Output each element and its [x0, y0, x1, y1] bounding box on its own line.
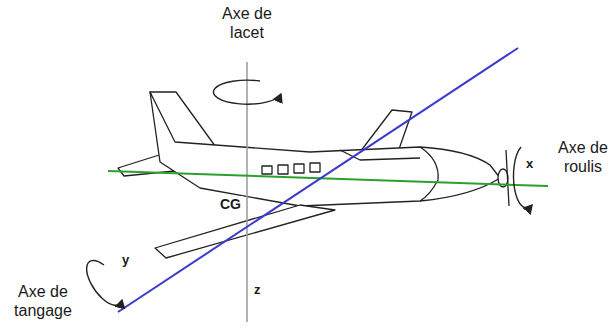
axis-name: Axe de lacet: [211, 4, 283, 42]
window: [294, 164, 304, 173]
pitch-axis: [118, 48, 518, 312]
yaw-rotation-arrow: [213, 80, 281, 104]
window: [262, 166, 272, 174]
center-of-gravity-label: CG: [218, 196, 243, 213]
fuselage: [150, 92, 500, 206]
pitch-rotation-arrow: [87, 260, 122, 305]
window: [310, 163, 320, 172]
axis-name: Axe de tangage: [2, 282, 84, 320]
far-wing: [360, 110, 412, 152]
near-wing: [155, 205, 335, 258]
axis-letter: y: [120, 252, 131, 268]
axis-letter: z: [252, 282, 263, 298]
propeller: [506, 150, 509, 206]
axis-name: Axe de roulis: [554, 138, 612, 176]
window: [278, 165, 288, 174]
axis-letter: x: [524, 156, 535, 172]
cowling-line: [420, 147, 438, 201]
yaw-axis: [246, 62, 248, 322]
